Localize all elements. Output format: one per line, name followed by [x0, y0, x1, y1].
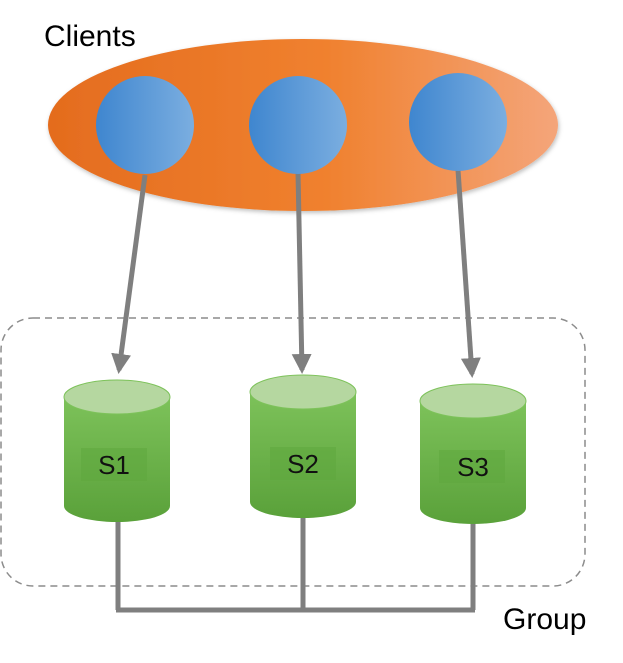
arrow-client-2-to-s2 [291, 171, 312, 374]
arrow-client-3-to-s3 [455, 169, 481, 378]
client-server-arrows [111, 169, 481, 378]
server-s1-top [63, 379, 171, 415]
server-s1-label-box [81, 448, 147, 481]
server-s1: S1 [63, 379, 171, 522]
server-s3-label-box [439, 450, 505, 483]
server-s2-label-box [270, 447, 336, 480]
clients-label: Clients [44, 20, 136, 53]
server-bus [115, 515, 476, 613]
group-boundary [0, 317, 586, 587]
client-node-1 [96, 76, 194, 174]
group-label: Group [503, 603, 586, 636]
server-s3: S3 [419, 383, 527, 524]
client-node-3 [409, 73, 507, 171]
arrow-client-1-to-s1 [111, 174, 148, 374]
server-s3-top [419, 383, 527, 419]
server-s3-label: S3 [457, 452, 489, 482]
client-node-2 [249, 76, 347, 174]
server-s1-label: S1 [98, 450, 130, 480]
server-s2: S2 [249, 374, 357, 518]
server-s2-label: S2 [287, 449, 319, 479]
server-s2-top [249, 374, 357, 410]
